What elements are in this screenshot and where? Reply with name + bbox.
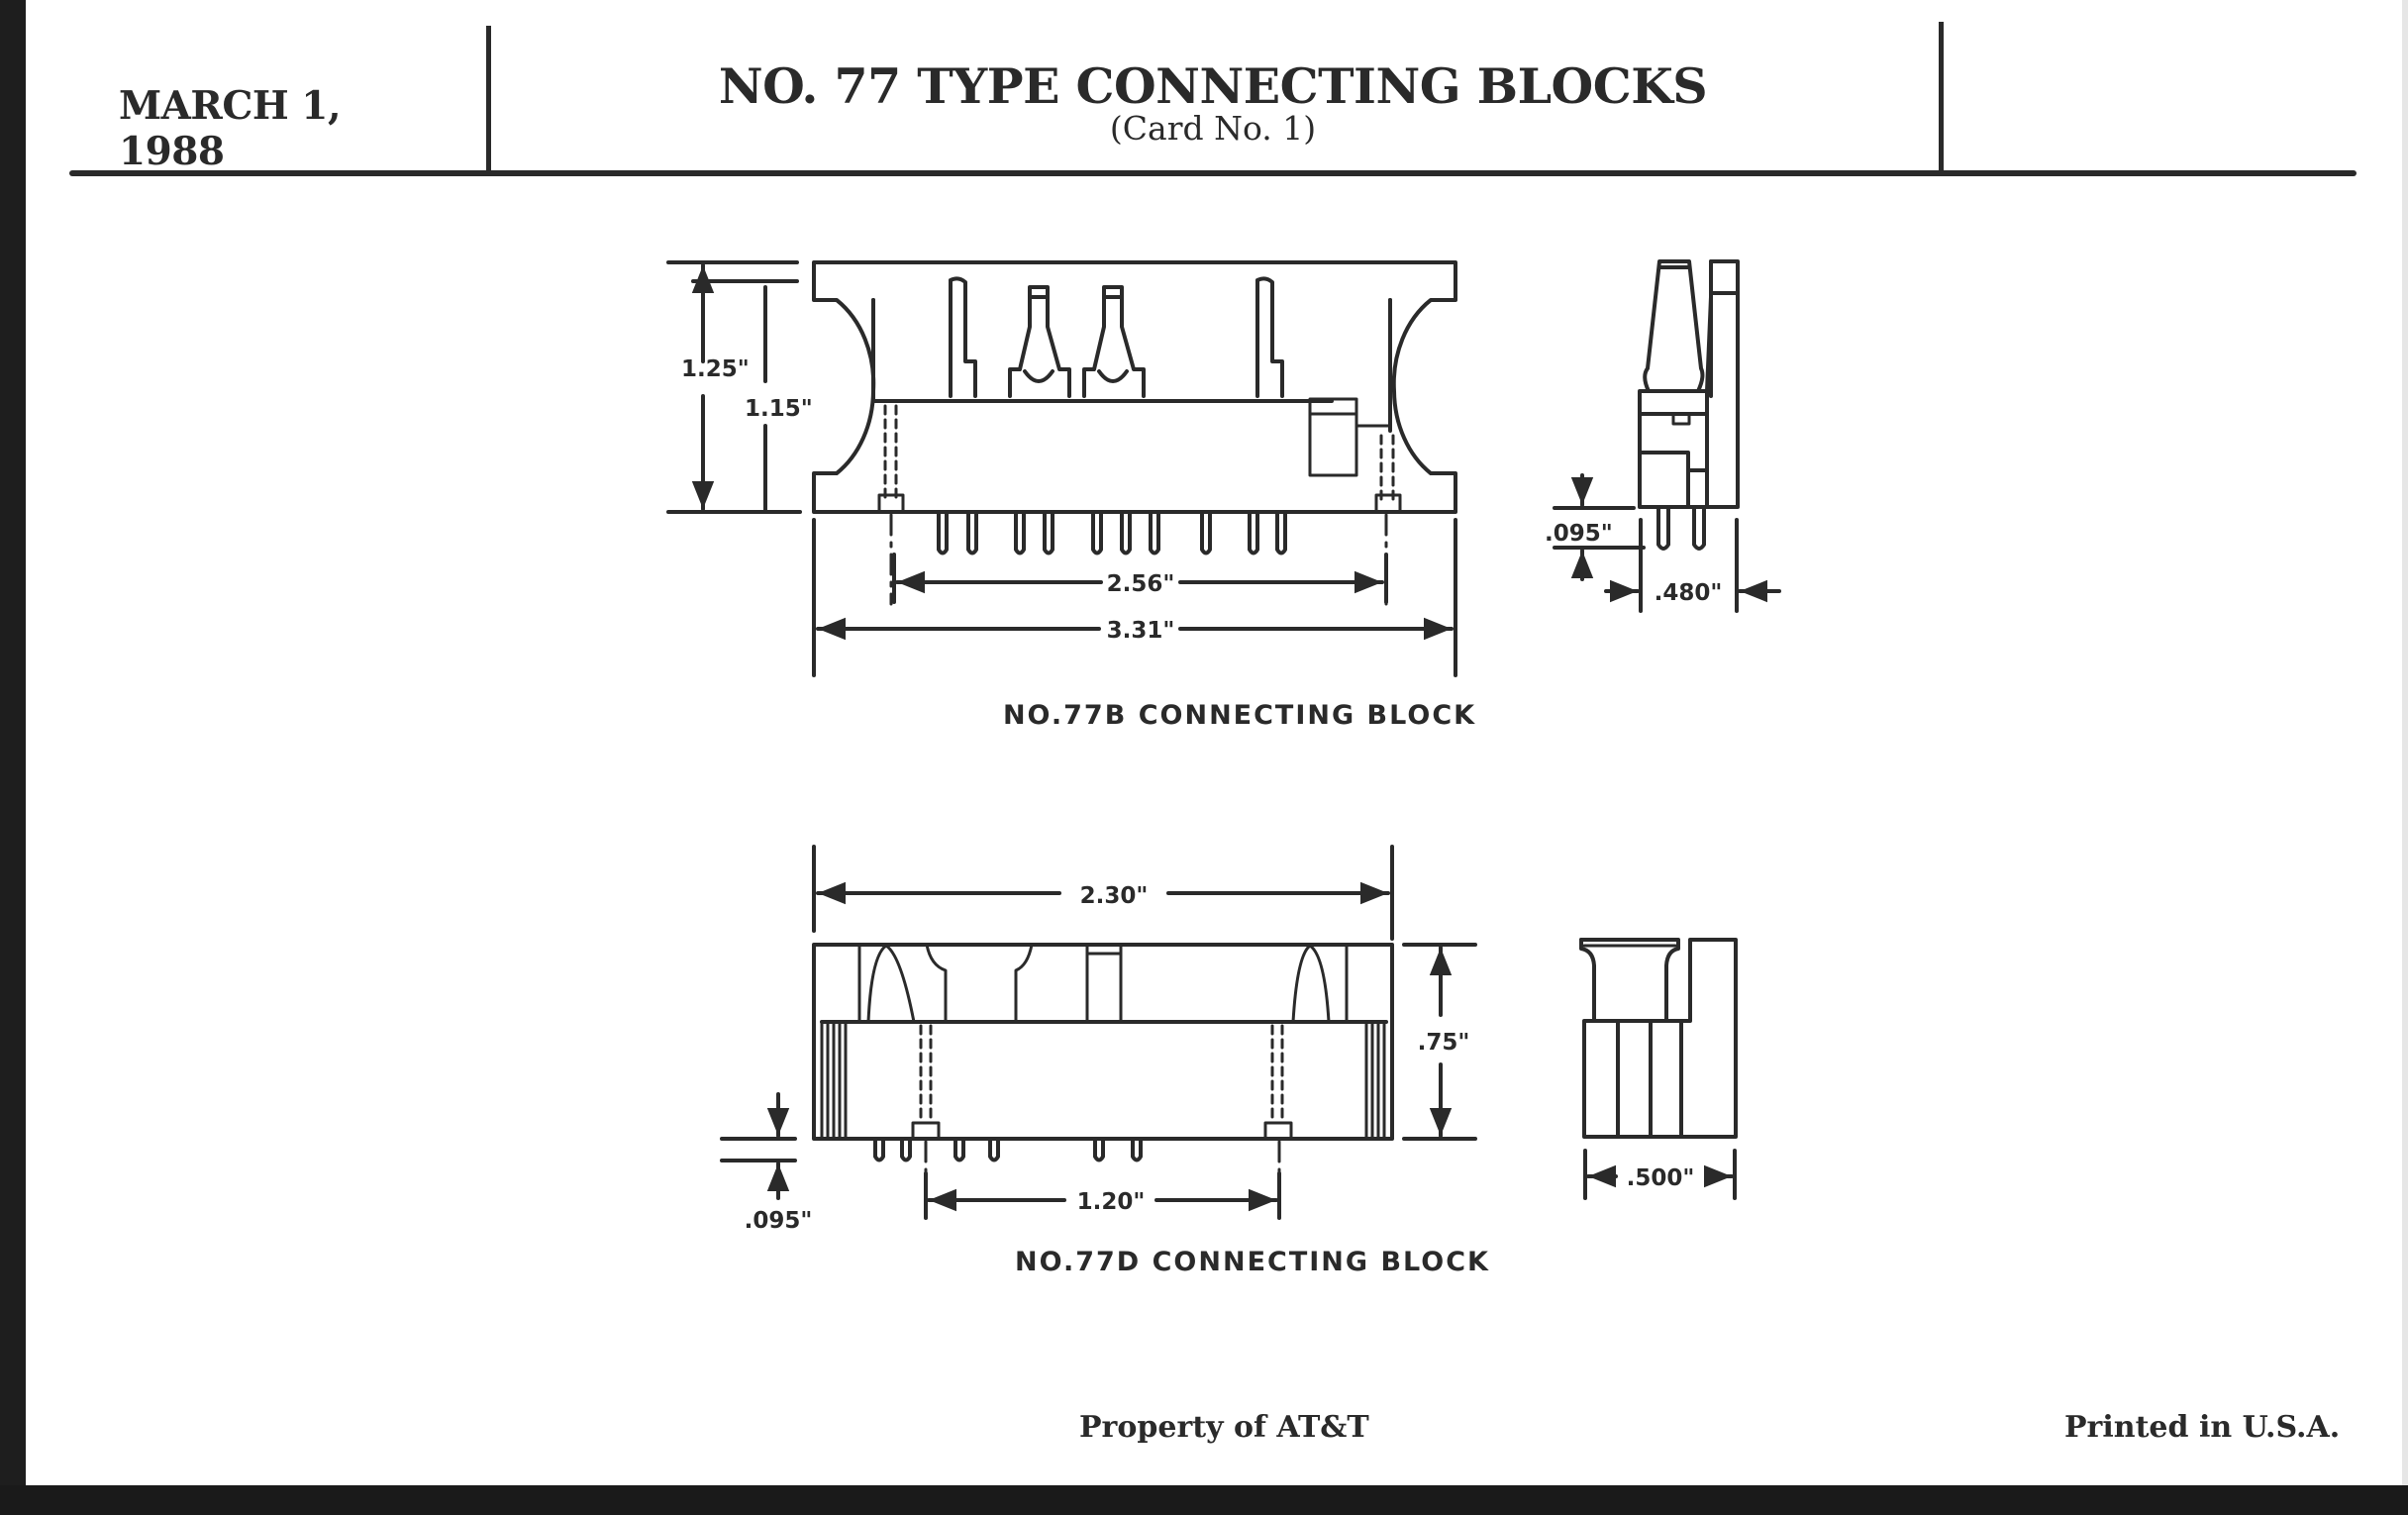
77d-dimension-lines <box>720 845 1477 1220</box>
77b-overall-width-label: 3.31" <box>1107 618 1175 644</box>
77d-side-dimension-lines <box>1583 1149 1737 1200</box>
77b-body-height-label: 1.15" <box>745 396 813 422</box>
77d-height-label: .75" <box>1418 1030 1470 1056</box>
77b-body-outline <box>812 260 1457 514</box>
scan-border-left <box>0 0 26 1515</box>
77b-depth-label: .480" <box>1655 580 1723 606</box>
77b-pin-length-label: .095" <box>1545 521 1613 547</box>
77d-pins <box>873 1137 1143 1162</box>
77b-clip-4 <box>1255 276 1284 398</box>
card-date: MARCH 1, 1988 <box>119 83 342 174</box>
77b-side-dimension-lines <box>1553 473 1781 613</box>
77d-depth-label: .500" <box>1627 1165 1695 1191</box>
block-77d-front-view <box>812 943 1394 1210</box>
77b-caption: NO.77B CONNECTING BLOCK <box>1003 700 1476 731</box>
header-divider-left <box>486 26 491 172</box>
77d-caption: NO.77D CONNECTING BLOCK <box>1015 1247 1490 1277</box>
header-divider-right <box>1939 22 1944 172</box>
footer-owner: Property of AT&T <box>1079 1410 1369 1445</box>
card-subtitle: (Card No. 1) <box>1109 109 1317 148</box>
header-rule <box>69 170 2357 176</box>
block-77d-side-view <box>1579 938 1738 1139</box>
77b-mounting-spacing-label: 2.56" <box>1107 571 1175 597</box>
77b-clip-2 <box>1008 285 1071 398</box>
77b-dimension-lines <box>666 260 1457 677</box>
77d-overall-width-label: 2.30" <box>1080 883 1149 909</box>
77d-pin-length-label: .095" <box>745 1208 813 1234</box>
77b-clip-3 <box>1082 285 1146 398</box>
77b-pins <box>937 511 1287 556</box>
scan-border-right <box>2402 0 2408 1485</box>
card-title: NO. 77 TYPE CONNECTING BLOCKS <box>718 57 1708 115</box>
77b-clip-1 <box>949 276 977 398</box>
77b-overall-height-label: 1.25" <box>681 356 750 382</box>
77d-mounting-spacing-label: 1.20" <box>1077 1189 1146 1215</box>
block-77b-side-view <box>1638 259 1740 551</box>
scan-border-bottom <box>0 1485 2408 1515</box>
footer-printed: Printed in U.S.A. <box>2064 1410 2341 1445</box>
block-77b-front-view <box>812 260 1457 606</box>
